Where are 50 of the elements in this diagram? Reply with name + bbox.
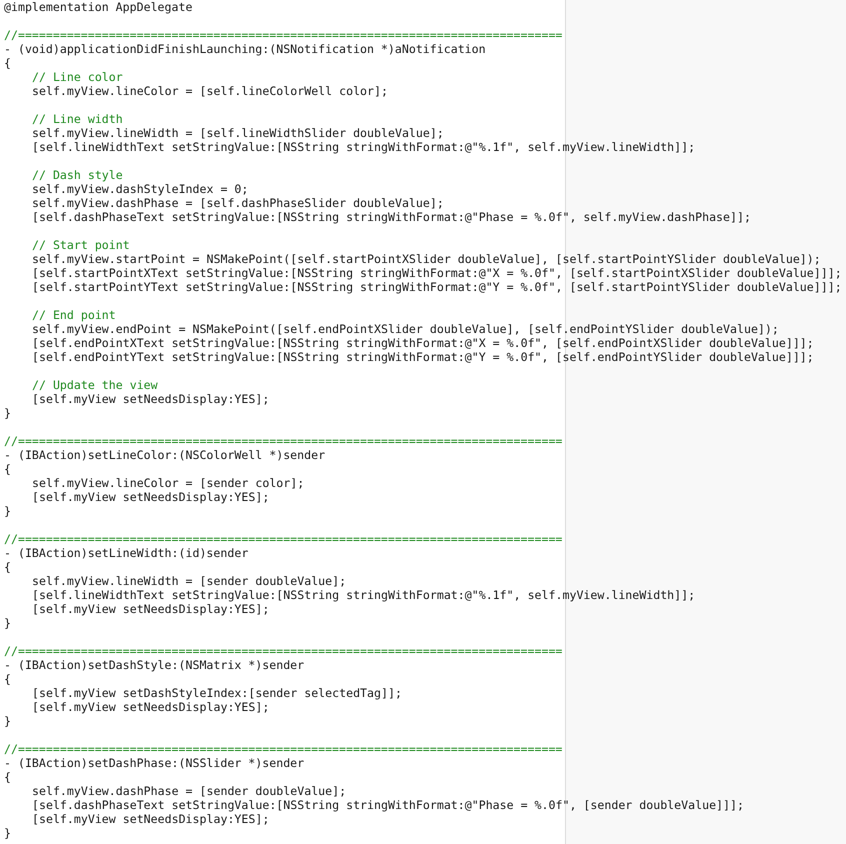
code-line: [self.myView setDashStyleIndex:[sender selectedTag]]; (32, 686, 402, 700)
code-line: [self.myView setNeedsDisplay:YES]; (32, 392, 270, 406)
code-line: { (4, 770, 11, 784)
code-line: } (4, 616, 11, 630)
code-line: self.myView.dashStyleIndex = 0; (32, 182, 248, 196)
code-line: [self.endPointXText setStringValue:[NSString stringWithFormat:@"X = %.0f", [self.endPointXSlider doubleValue]]]; (32, 336, 814, 350)
code-line: [self.dashPhaseText setStringValue:[NSString stringWithFormat:@"Phase = %.0f", [sender doubleValue]]]; (32, 798, 744, 812)
code-comment: // End point (32, 308, 116, 322)
code-line: } (4, 504, 11, 518)
code-comment: // Start point (32, 238, 130, 252)
code-line: { (4, 560, 11, 574)
code-line: } (4, 826, 11, 840)
code-line: self.myView.lineWidth = [self.lineWidthSlider doubleValue]; (32, 126, 444, 140)
code-comment: //============================================================================== (4, 28, 562, 42)
code-line: [self.startPointXText setStringValue:[NSString stringWithFormat:@"X = %.0f", [self.startPointXSlider doubleValue]]]; (32, 266, 842, 280)
code-comment: // Line width (32, 112, 123, 126)
code-line: [self.myView setNeedsDisplay:YES]; (32, 490, 270, 504)
code-line: [self.endPointYText setStringValue:[NSString stringWithFormat:@"Y = %.0f", [self.endPointYSlider doubleValue]]]; (32, 350, 814, 364)
code-line: [self.myView setNeedsDisplay:YES]; (32, 602, 270, 616)
code-line: [self.myView setNeedsDisplay:YES]; (32, 700, 270, 714)
code-comment: // Update the view (32, 378, 158, 392)
code-line: - (void)applicationDidFinishLaunching:(NSNotification *)aNotification (4, 42, 486, 56)
code-line: [self.myView setNeedsDisplay:YES]; (32, 812, 270, 826)
code-comment: //============================================================================== (4, 742, 562, 756)
code-line: self.myView.lineColor = [sender color]; (32, 476, 304, 490)
code-comment: //============================================================================== (4, 644, 562, 658)
code-line: - (IBAction)setLineWidth:(id)sender (4, 546, 248, 560)
code-line: { (4, 672, 11, 686)
code-line: self.myView.dashPhase = [sender doubleValue]; (32, 784, 346, 798)
code-line: self.myView.lineWidth = [sender doubleValue]; (32, 574, 346, 588)
code-line: { (4, 462, 11, 476)
code-line: self.myView.dashPhase = [self.dashPhaseSlider doubleValue]; (32, 196, 444, 210)
code-line: self.myView.endPoint = NSMakePoint([self.endPointXSlider doubleValue], [self.endPointYSlider doubleValue]); (32, 322, 779, 336)
code-line: @implementation AppDelegate (4, 0, 192, 14)
code-line: self.myView.lineColor = [self.lineColorWell color]; (32, 84, 388, 98)
code-line: } (4, 406, 11, 420)
code-line: - (IBAction)setDashStyle:(NSMatrix *)sender (4, 658, 304, 672)
code-line: - (IBAction)setLineColor:(NSColorWell *)sender (4, 448, 326, 462)
code-line: [self.dashPhaseText setStringValue:[NSString stringWithFormat:@"Phase = %.0f", self.myView.dashPhase]]; (32, 210, 751, 224)
code-line: [self.lineWidthText setStringValue:[NSString stringWithFormat:@"%.1f", self.myView.lineWidth]]; (32, 588, 696, 602)
code-line: [self.startPointYText setStringValue:[NSString stringWithFormat:@"Y = %.0f", [self.startPointYSlider doubleValue]]]; (32, 280, 842, 294)
code-line: [self.lineWidthText setStringValue:[NSString stringWithFormat:@"%.1f", self.myView.lineWidth]]; (32, 140, 696, 154)
code-line: { (4, 56, 11, 70)
code-comment: //============================================================================== (4, 434, 562, 448)
code-comment: // Dash style (32, 168, 123, 182)
code-line: - (IBAction)setDashPhase:(NSSlider *)sender (4, 756, 304, 770)
code-comment: //============================================================================== (4, 532, 562, 546)
code-line: } (4, 714, 11, 728)
code-comment: // Line color (32, 70, 123, 84)
code-line: self.myView.startPoint = NSMakePoint([self.startPointXSlider doubleValue], [self.startPointYSlider doubleValue]); (32, 252, 821, 266)
